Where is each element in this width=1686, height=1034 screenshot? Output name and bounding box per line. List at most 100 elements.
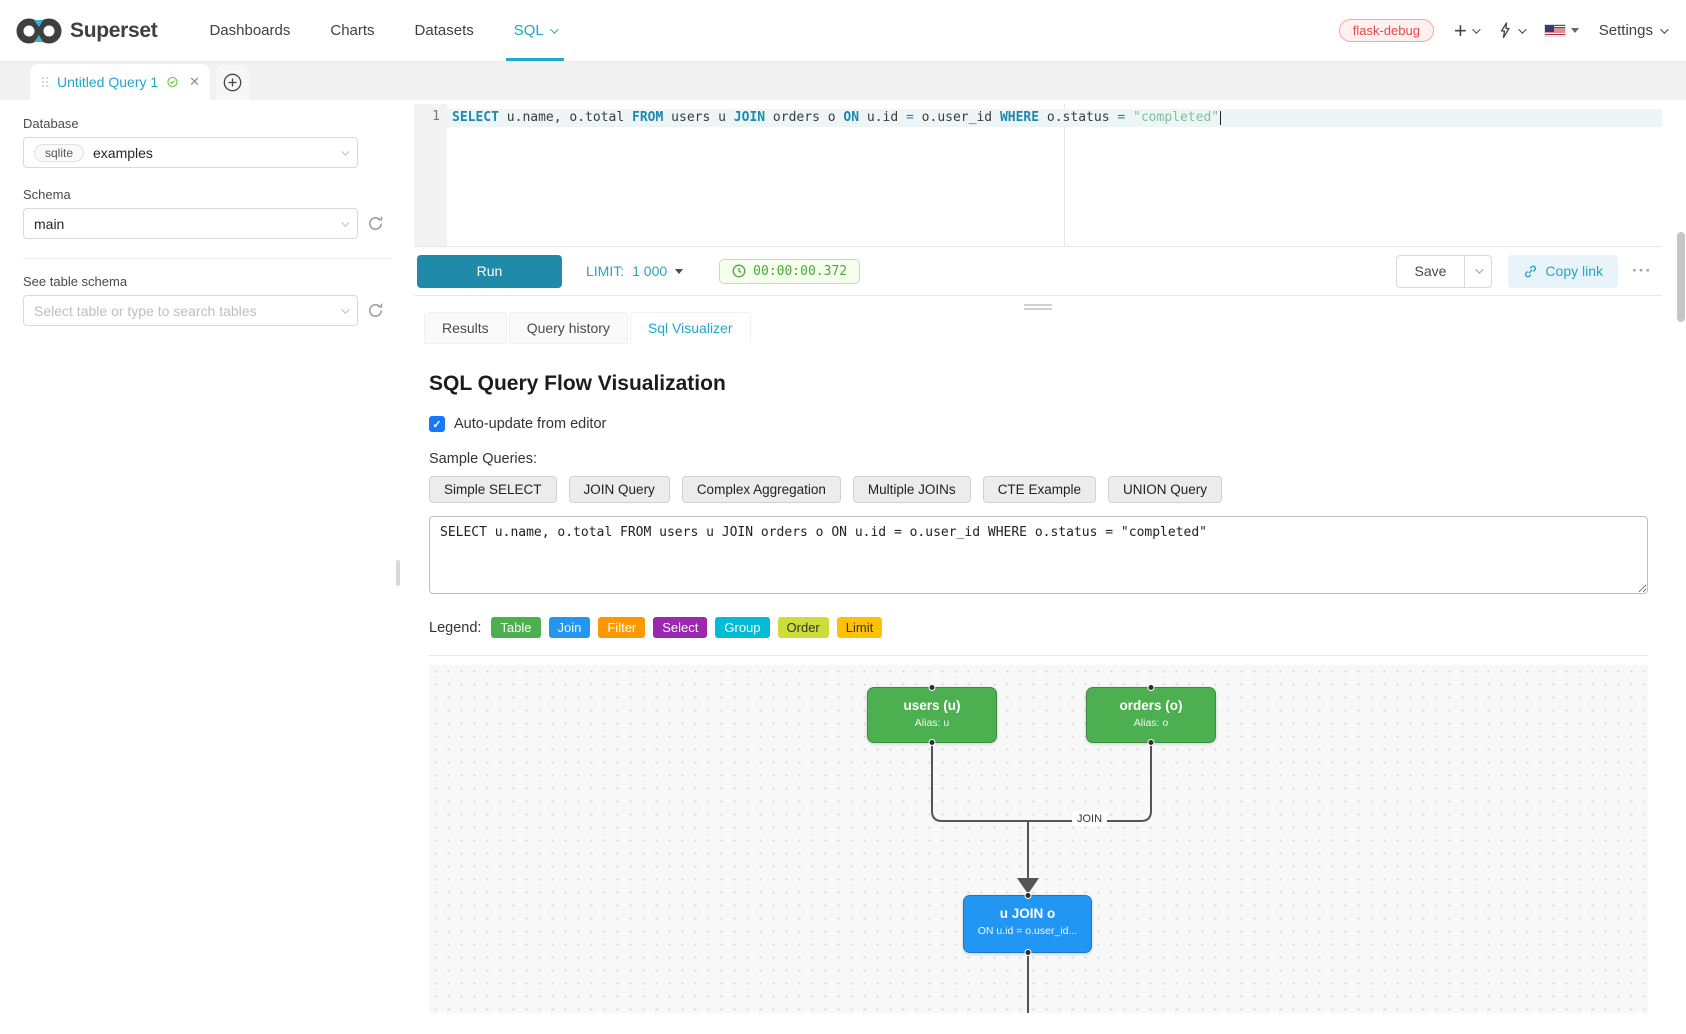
table-select[interactable]: Select table or type to search tables [23, 295, 358, 326]
chevron-down-icon [341, 304, 350, 314]
environment-badge: flask-debug [1338, 19, 1434, 42]
superset-infinity-icon [16, 18, 62, 43]
sample-query-button[interactable]: Multiple JOINs [852, 476, 971, 503]
sql-editor[interactable]: 1 SELECT u.name, o.total FROM users u JO… [414, 104, 1662, 247]
sample-query-button[interactable]: UNION Query [1107, 476, 1222, 503]
copy-link-button[interactable]: Copy link [1508, 254, 1619, 288]
add-tab-button[interactable] [216, 65, 249, 100]
toolbar-right: Save Copy link ··· [1395, 254, 1653, 288]
drag-handle-icon[interactable] [42, 77, 48, 87]
editor-toolbar: Run LIMIT: 1 000 00:00:00.372 Save Copy [414, 247, 1662, 296]
sample-query-button[interactable]: CTE Example [982, 476, 1096, 503]
results-tabs: Results Query history Sql Visualizer [424, 312, 1662, 344]
node-handle[interactable] [1024, 892, 1031, 899]
tab-results[interactable]: Results [424, 312, 507, 344]
chevron-down-icon [1471, 24, 1481, 34]
flow-node-orders[interactable]: orders (o) Alias: o [1086, 684, 1216, 746]
run-button[interactable]: Run [417, 254, 562, 288]
nav-right-controls: flask-debug + Settings [1338, 19, 1669, 42]
lightning-icon [1500, 22, 1510, 39]
node-subtitle: Alias: u [914, 717, 950, 729]
legend-badge: Limit [836, 617, 883, 638]
table-select-placeholder: Select table or type to search tables [34, 302, 257, 319]
flow-canvas[interactable]: users (u) Alias: u orders (o) Alias: o u… [429, 665, 1648, 1013]
query-timer: 00:00:00.372 [719, 258, 861, 284]
checkbox-checked-icon[interactable]: ✓ [429, 416, 445, 432]
flow-edges [931, 743, 1152, 1013]
flow-node-users[interactable]: users (u) Alias: u [867, 684, 997, 746]
active-nav-underline [505, 58, 564, 61]
node-handle[interactable] [928, 739, 936, 746]
editor-active-line: SELECT u.name, o.total FROM users u JOIN… [447, 109, 1662, 127]
caret-down-icon [1570, 28, 1579, 33]
node-handle[interactable] [928, 684, 936, 691]
nav-item-sql[interactable]: SQL [494, 0, 576, 61]
legend-badge: Group [715, 617, 770, 638]
sample-query-button[interactable]: Simple SELECT [429, 476, 557, 503]
sidebar-divider [23, 258, 392, 259]
node-handle[interactable] [1147, 739, 1155, 746]
sidebar-resize-handle[interactable] [396, 560, 400, 586]
sql-tokens: SELECT u.name, o.total FROM users u JOIN… [452, 110, 1220, 125]
chevron-down-icon [1475, 265, 1485, 274]
nav-item-dashboards[interactable]: Dashboards [209, 22, 291, 39]
close-icon[interactable]: ✕ [189, 74, 200, 89]
more-menu-icon[interactable]: ··· [1632, 261, 1652, 280]
chevron-down-icon [1517, 24, 1527, 34]
chevron-down-icon [341, 217, 350, 227]
settings-menu[interactable]: Settings [1599, 22, 1669, 39]
check-circle-icon [167, 76, 178, 88]
text-cursor [1219, 110, 1222, 125]
legend-badge: Order [777, 617, 829, 638]
refresh-schema-icon[interactable] [367, 215, 384, 232]
join-edge-label: JOIN [1072, 812, 1108, 826]
save-dropdown-caret[interactable] [1465, 254, 1493, 288]
db-engine-pill: sqlite [34, 143, 85, 162]
us-flag-icon [1543, 24, 1566, 37]
node-title: orders (o) [1119, 698, 1183, 713]
new-item-dropdown[interactable]: + [1454, 19, 1481, 42]
schema-select-value: main [34, 215, 65, 232]
refresh-tables-icon[interactable] [367, 302, 384, 319]
main-nav: Dashboards Charts Datasets SQL [189, 0, 575, 61]
sqllab-main-panel: 1 SELECT u.name, o.total FROM users u JO… [414, 100, 1662, 1034]
panel-resize-handle[interactable] [1024, 302, 1052, 312]
schema-select[interactable]: main [23, 208, 358, 239]
query-tab[interactable]: Untitled Query 1 ✕ [30, 64, 210, 100]
editor-gutter: 1 [414, 104, 447, 246]
database-select-value: examples [93, 144, 153, 161]
nav-item-datasets[interactable]: Datasets [414, 22, 474, 39]
language-selector[interactable] [1543, 24, 1579, 37]
tab-query-history[interactable]: Query history [508, 312, 628, 344]
editor-code-area[interactable]: SELECT u.name, o.total FROM users u JOIN… [447, 104, 1662, 246]
auto-update-label: Auto-update from editor [454, 416, 607, 432]
nav-item-charts[interactable]: Charts [330, 22, 375, 39]
auto-update-checkbox-row[interactable]: ✓ Auto-update from editor [429, 416, 1662, 432]
database-select[interactable]: sqlite examples [23, 137, 358, 168]
sample-query-button[interactable]: Complex Aggregation [681, 476, 841, 503]
node-title: u JOIN o [999, 906, 1056, 921]
limit-dropdown[interactable]: LIMIT: 1 000 [586, 263, 684, 279]
chevron-down-icon [341, 146, 350, 156]
legend-label: Legend: [429, 619, 482, 636]
south-panel: Results Query history Sql Visualizer SQL… [414, 296, 1662, 1034]
window-scrollbar-thumb[interactable] [1677, 232, 1685, 322]
sql-input-textarea[interactable]: SELECT u.name, o.total FROM users u JOIN… [429, 516, 1648, 594]
editor-print-margin [1064, 104, 1065, 246]
node-handle[interactable] [1147, 684, 1155, 691]
sample-query-buttons: Simple SELECT JOIN Query Complex Aggregati… [429, 476, 1662, 503]
flow-node-join[interactable]: u JOIN o ON u.id = o.user_id... [963, 892, 1092, 956]
superset-logo[interactable]: Superset [16, 16, 158, 46]
save-button[interactable]: Save [1395, 254, 1466, 288]
sample-queries-label: Sample Queries: [429, 451, 537, 467]
tab-sql-visualizer[interactable]: Sql Visualizer [629, 312, 751, 344]
sql-visualizer-panel: SQL Query Flow Visualization ✓ Auto-upda… [414, 372, 1662, 1013]
node-subtitle: Alias: o [1133, 717, 1169, 729]
sample-query-button[interactable]: JOIN Query [568, 476, 670, 503]
node-handle[interactable] [1024, 949, 1031, 956]
legend-badge: Select [653, 617, 708, 638]
sqllab-left-panel: Database sqlite examples Schema main See… [0, 100, 409, 1034]
lab-dropdown[interactable] [1498, 22, 1527, 39]
